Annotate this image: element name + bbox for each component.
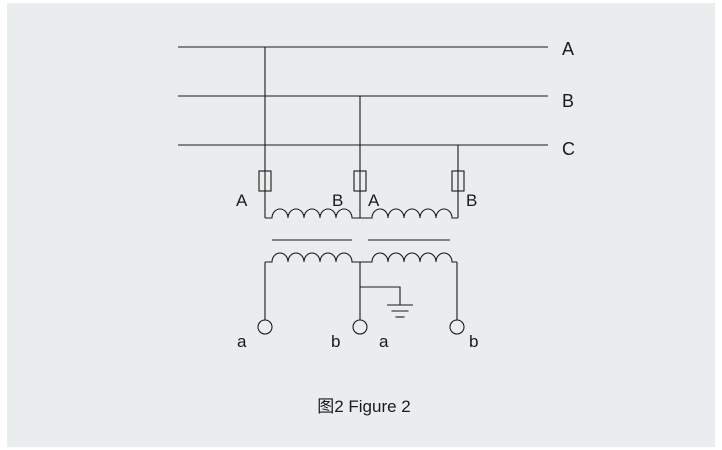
- terminal-circles: [257, 319, 465, 335]
- t1-primary-terminal-a-label: A: [236, 191, 248, 210]
- t1-secondary-terminal-a-label: a: [237, 332, 247, 351]
- t2-primary-terminal-b-label: B: [466, 191, 478, 210]
- fuse-icon: [353, 170, 367, 192]
- figure-caption: 图2 Figure 2: [317, 397, 411, 416]
- ground-icon: [360, 286, 413, 318]
- ground-lead: [360, 286, 401, 305]
- phase-a-label: A: [562, 39, 575, 59]
- secondary-leads: [264, 262, 458, 320]
- bus-lines: [178, 46, 548, 146]
- t2-secondary-terminal-b-label: b: [469, 332, 479, 351]
- t2-primary-winding: [360, 208, 458, 219]
- diagram-panel: [7, 3, 715, 447]
- terminal-circle-b2: [449, 319, 465, 335]
- terminal-circle-common: [352, 319, 368, 335]
- terminal-circle-a1: [257, 319, 273, 335]
- phase-b-label: B: [562, 91, 575, 111]
- fuse-icon: [451, 170, 465, 192]
- transformer-windings: [265, 208, 458, 263]
- fuse-icon: [258, 170, 272, 192]
- fuse-icons: [258, 170, 465, 192]
- t1-secondary-terminal-b-label: b: [331, 332, 341, 351]
- t2-secondary-winding: [360, 252, 457, 263]
- phase-c-label: C: [562, 139, 575, 159]
- t1-primary-winding: [265, 208, 360, 219]
- t2-primary-terminal-a-label: A: [368, 191, 380, 210]
- primary-taps: [264, 47, 459, 218]
- t1-secondary-winding: [265, 252, 360, 263]
- t1-primary-terminal-b-label: B: [332, 191, 344, 210]
- circuit-strokes: [178, 46, 548, 335]
- t2-secondary-terminal-a-label: a: [379, 332, 389, 351]
